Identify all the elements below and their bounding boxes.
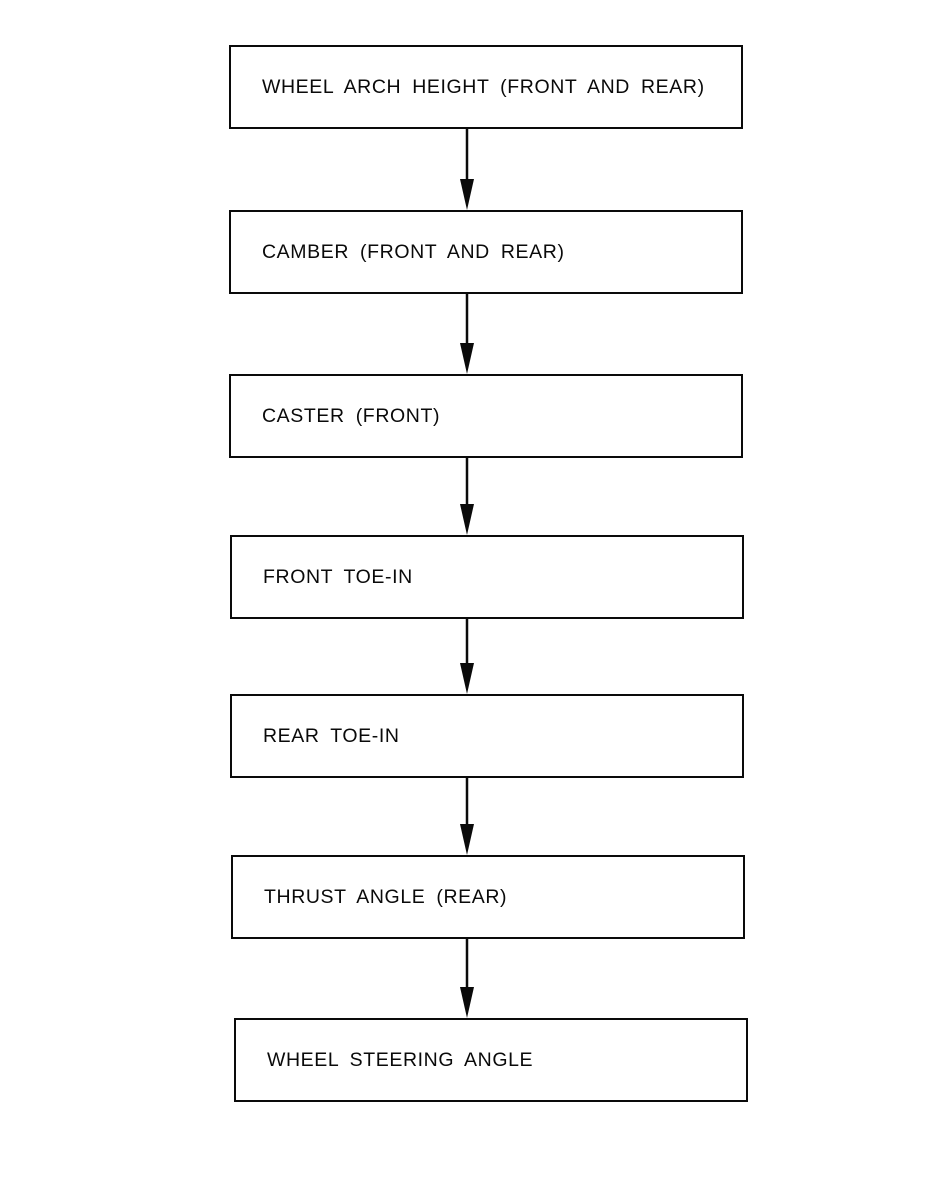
down-arrow-icon [456, 778, 478, 855]
flow-step-label: THRUST ANGLE (REAR) [264, 885, 508, 908]
flow-step-rear-toe-in: REAR TOE-IN [230, 694, 744, 778]
flow-step-caster: CASTER (FRONT) [229, 374, 743, 458]
down-arrow-icon [456, 458, 478, 535]
flow-step-label: WHEEL ARCH HEIGHT (FRONT AND REAR) [262, 75, 705, 98]
down-arrow-icon [456, 619, 478, 694]
down-arrow-icon [456, 129, 478, 210]
flow-step-wheel-arch-height: WHEEL ARCH HEIGHT (FRONT AND REAR) [229, 45, 743, 129]
down-arrow-icon [456, 294, 478, 374]
flow-step-label: FRONT TOE-IN [263, 565, 413, 588]
flow-step-label: REAR TOE-IN [263, 724, 400, 747]
flow-step-label: WHEEL STEERING ANGLE [267, 1048, 534, 1071]
flow-step-label: CAMBER (FRONT AND REAR) [262, 240, 565, 263]
flow-step-front-toe-in: FRONT TOE-IN [230, 535, 744, 619]
down-arrow-icon [456, 939, 478, 1018]
flow-step-wheel-steering-angle: WHEEL STEERING ANGLE [234, 1018, 748, 1102]
flow-step-label: CASTER (FRONT) [262, 404, 441, 427]
flow-step-thrust-angle: THRUST ANGLE (REAR) [231, 855, 745, 939]
flow-step-camber: CAMBER (FRONT AND REAR) [229, 210, 743, 294]
